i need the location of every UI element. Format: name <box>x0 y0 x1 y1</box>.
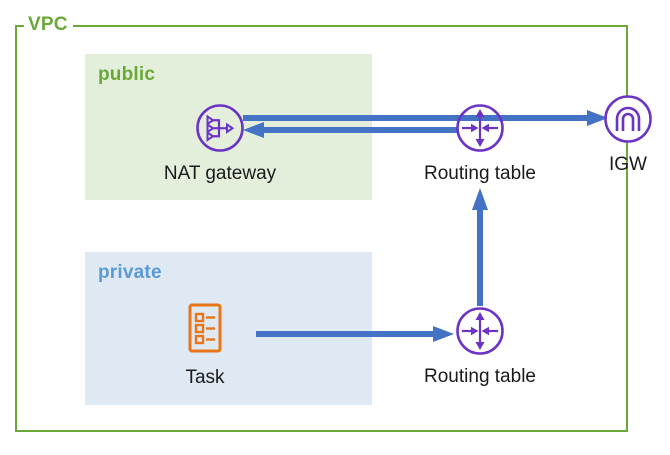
connector-rt-public-to-nat <box>243 122 458 138</box>
internet-gateway-icon <box>603 94 653 149</box>
task-label: Task <box>185 367 225 388</box>
task-icon <box>182 303 228 362</box>
connector-rt-public-to-igw <box>243 110 608 126</box>
routing-table-public-label: Routing table <box>424 163 536 184</box>
subnet-private-label: private <box>98 262 162 283</box>
connector-task-to-rt-private <box>256 326 454 342</box>
node-routing-table-private[interactable]: Routing table <box>404 306 556 388</box>
nat-gateway-icon <box>195 103 245 158</box>
nat-gateway-label: NAT gateway <box>163 163 277 184</box>
node-task[interactable]: Task <box>155 303 255 389</box>
vpc-boundary <box>15 25 628 432</box>
routing-table-icon <box>455 103 505 158</box>
vpc-label: VPC <box>24 14 73 36</box>
subnet-public-label: public <box>98 64 156 85</box>
node-igw[interactable]: IGW <box>598 94 658 176</box>
igw-label: IGW <box>609 154 647 175</box>
routing-table-private-label: Routing table <box>424 366 536 387</box>
connector-rt-private-to-rt-public <box>472 188 488 306</box>
routing-table-icon <box>455 306 505 361</box>
node-nat-gateway[interactable]: NAT gateway <box>150 103 290 185</box>
node-routing-table-public[interactable]: Routing table <box>404 103 556 185</box>
subnet-private: private <box>85 252 372 405</box>
